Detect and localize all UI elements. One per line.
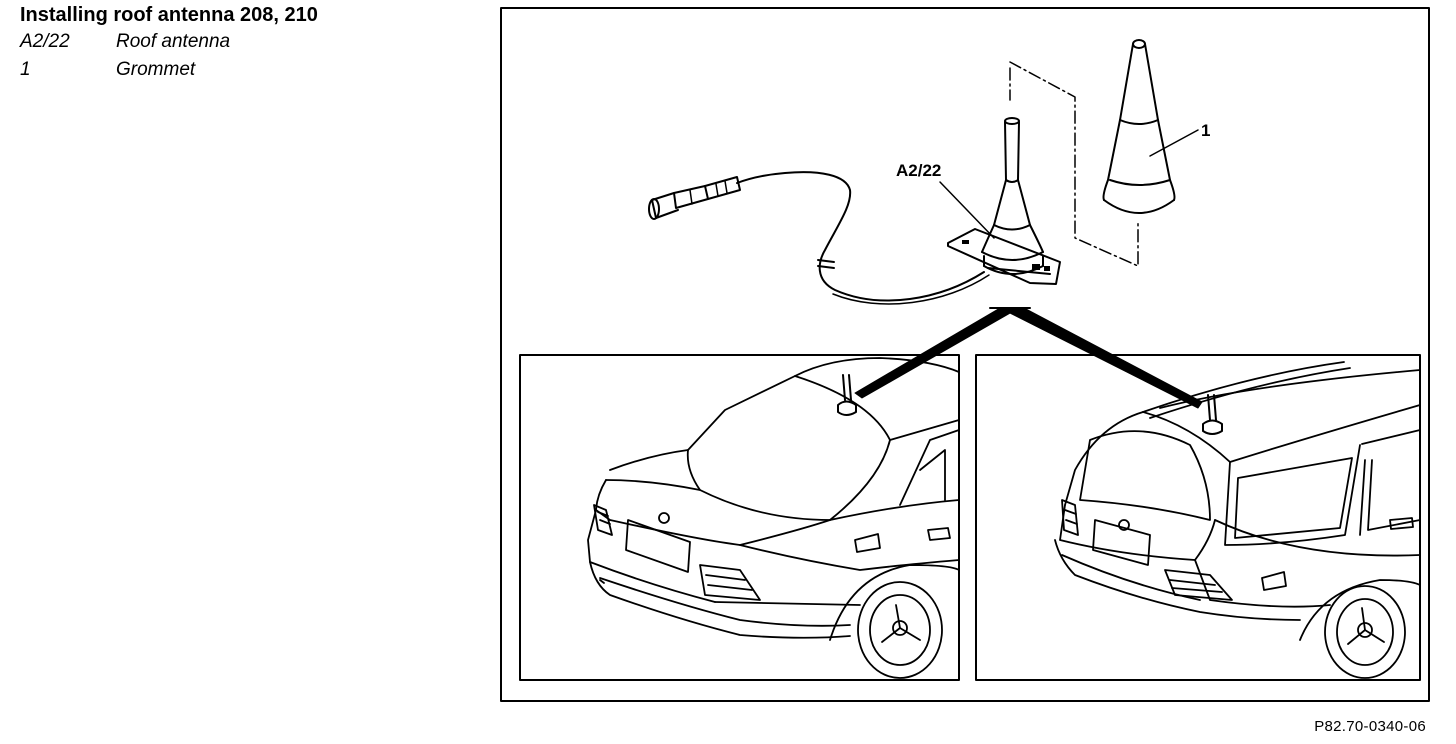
- callout-grommet-leader: [1149, 129, 1199, 157]
- legend-item-grommet: 1 Grommet: [20, 56, 318, 84]
- legend-label: Roof antenna: [116, 31, 231, 52]
- pointer-to-sedan: [854, 307, 1013, 399]
- legend-label: Grommet: [116, 59, 196, 80]
- figure-id: P82.70-0340-06: [1314, 718, 1426, 735]
- legend: Installing roof antenna 208, 210 A2/22 R…: [20, 2, 318, 84]
- pointer-to-wagon: [999, 307, 1203, 409]
- callout-grommet: 1: [1201, 121, 1210, 140]
- grommet-drawing: [1102, 39, 1176, 214]
- wagon-panel: [975, 354, 1421, 681]
- wagon-drawing: [1054, 361, 1421, 679]
- legend-code: 1: [20, 59, 31, 80]
- figure-frame: [500, 7, 1430, 702]
- legend-code: A2/22: [20, 31, 70, 52]
- callout-antenna: A2/22: [896, 161, 941, 180]
- legend-item-roof-antenna: A2/22 Roof antenna: [20, 28, 318, 56]
- assembly-guide-line: [1009, 61, 1139, 267]
- sedan-drawing: [587, 357, 960, 679]
- callout-antenna-leader: [939, 181, 995, 239]
- sedan-panel: [519, 354, 960, 681]
- roof-antenna-drawing: [648, 117, 1061, 305]
- legend-title: Installing roof antenna 208, 210: [20, 4, 318, 26]
